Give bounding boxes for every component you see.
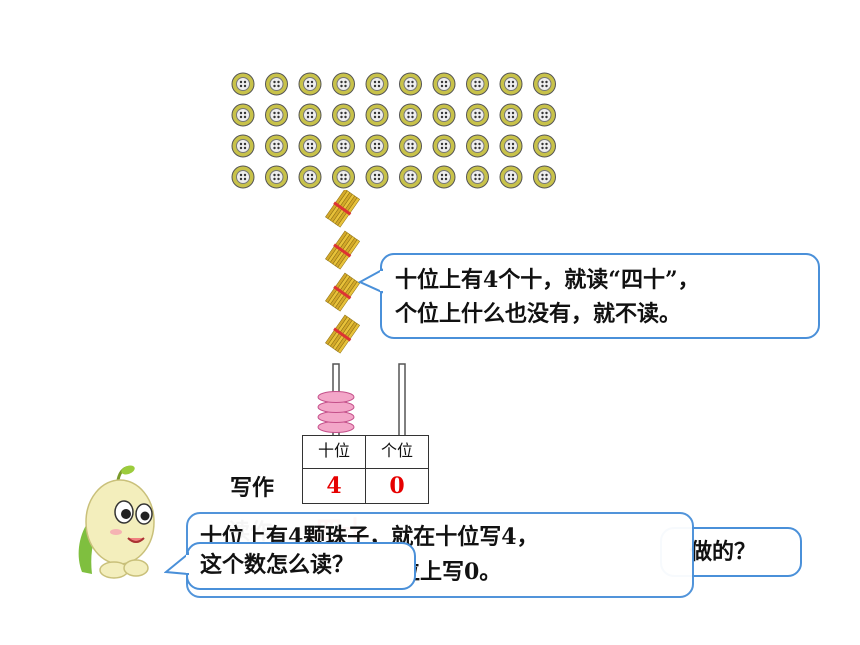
tens-header: 十位 xyxy=(302,435,366,469)
button-counter xyxy=(298,72,322,96)
button-counter xyxy=(466,134,489,158)
tens-bubble-line2: 个位上什么也没有，就不读。 xyxy=(395,301,682,327)
tens-bubble-line1: 十位上有4个十，就读“四十”， xyxy=(395,267,700,293)
button-counter xyxy=(231,103,255,127)
tens-explanation-bubble xyxy=(380,253,820,339)
tens-value: 4 xyxy=(302,468,366,504)
abacus-bead xyxy=(317,411,355,423)
ones-value: 0 xyxy=(365,468,429,504)
button-counter xyxy=(533,134,556,158)
button-counter xyxy=(265,103,288,127)
abacus-bead xyxy=(317,401,355,413)
button-counter xyxy=(231,134,255,158)
abacus xyxy=(317,363,406,439)
button-counter xyxy=(432,134,456,158)
abacus-beads xyxy=(317,391,355,433)
stick-bundle xyxy=(325,230,361,270)
button-counter xyxy=(533,103,556,127)
button-counter xyxy=(499,165,523,189)
button-counter xyxy=(365,103,389,127)
question-bubble xyxy=(186,542,416,590)
button-counter xyxy=(499,134,523,158)
stick-bundles xyxy=(310,188,370,360)
button-counter xyxy=(533,165,556,189)
question-text: 这个数怎么读？ xyxy=(200,552,355,578)
button-counter xyxy=(332,72,355,96)
ones-header: 个位 xyxy=(365,435,429,469)
button-counter xyxy=(399,134,422,158)
stick-bundle xyxy=(325,188,361,228)
button-counter xyxy=(466,103,489,127)
button-counter xyxy=(332,103,355,127)
button-counter xyxy=(399,165,422,189)
button-counter xyxy=(265,72,288,96)
button-counter xyxy=(533,72,556,96)
button-counter xyxy=(298,165,322,189)
button-counter xyxy=(399,72,422,96)
buttons-grid xyxy=(0,0,860,200)
button-counter xyxy=(332,134,355,158)
back-bubble-text: 做的？ xyxy=(690,539,757,565)
button-counter xyxy=(466,72,489,96)
button-counter xyxy=(499,72,523,96)
abacus-bead xyxy=(317,421,355,433)
button-counter xyxy=(231,72,255,96)
stick-bundle xyxy=(325,272,361,312)
button-counter xyxy=(332,165,355,189)
bubble-tail xyxy=(358,268,384,294)
button-counter xyxy=(298,103,322,127)
button-counter xyxy=(365,165,389,189)
button-counter xyxy=(432,165,456,189)
button-counter xyxy=(432,72,456,96)
button-counter xyxy=(265,165,288,189)
button-counter xyxy=(265,134,288,158)
question-bubble-tail xyxy=(164,552,190,576)
button-counter xyxy=(298,134,322,158)
button-counter xyxy=(466,165,489,189)
button-counter xyxy=(399,103,422,127)
button-counter xyxy=(499,103,523,127)
button-counter xyxy=(231,165,255,189)
write-label: 写作 xyxy=(230,475,275,501)
mascot-character xyxy=(78,465,155,579)
button-counter xyxy=(365,134,389,158)
button-counter xyxy=(432,103,456,127)
abacus-bead xyxy=(317,391,355,403)
button-counter xyxy=(365,72,389,96)
stick-bundle xyxy=(325,314,361,354)
